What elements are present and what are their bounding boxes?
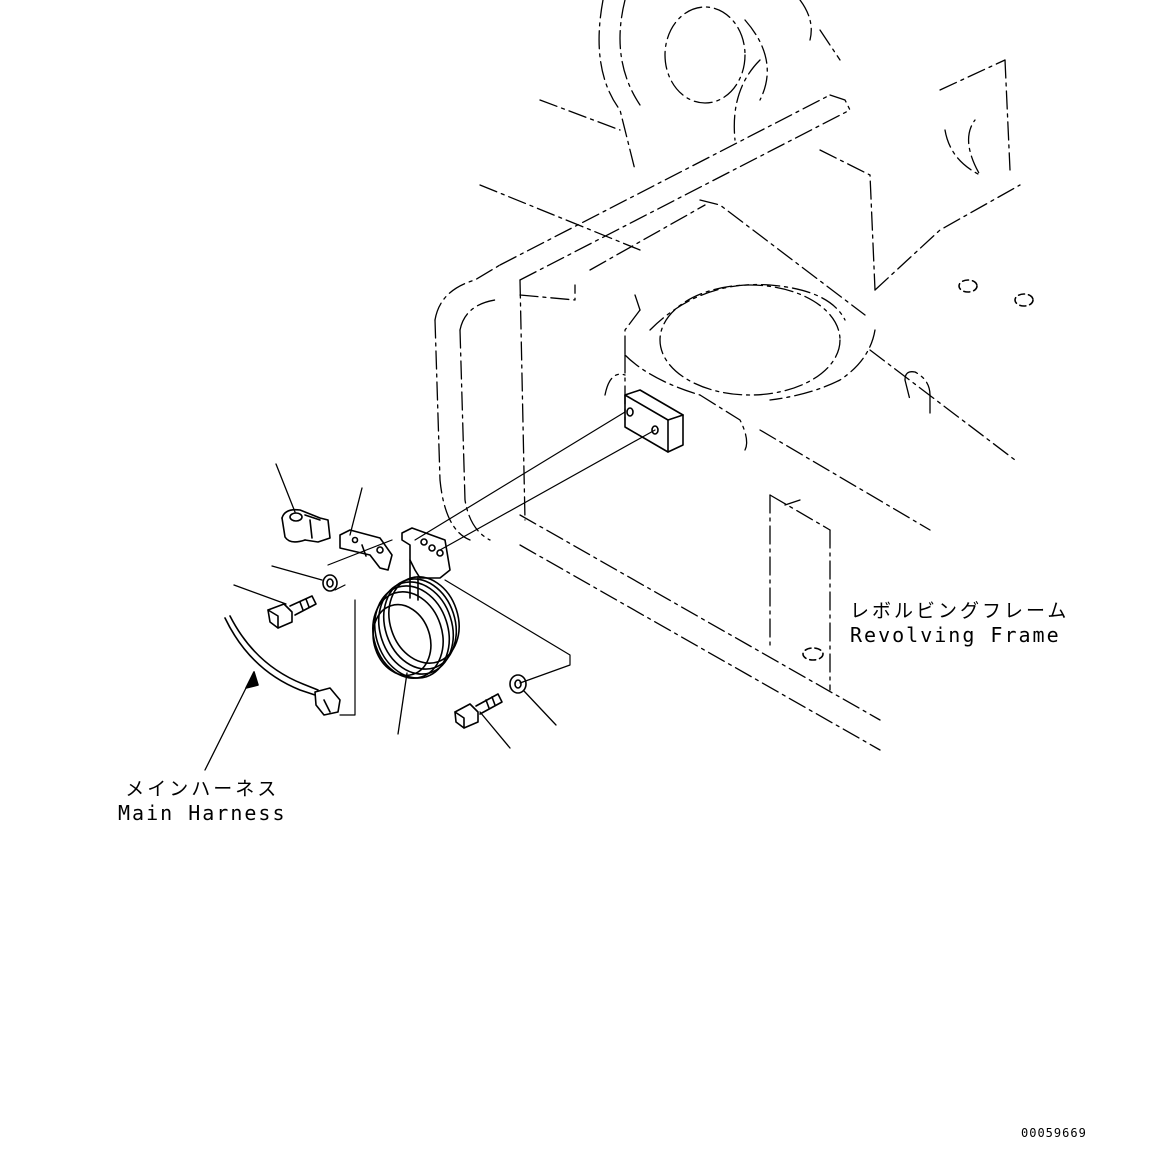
clamp-part xyxy=(281,508,331,543)
stay-part xyxy=(339,529,393,571)
leader-lines xyxy=(204,463,557,771)
revolving-frame-outline xyxy=(434,0,1021,751)
main-harness-label-en: Main Harness xyxy=(118,801,287,825)
document-id: 00059669 xyxy=(1021,1126,1087,1140)
washer-left-part xyxy=(322,574,338,592)
horn-part xyxy=(372,576,460,679)
horn-bracket-part xyxy=(401,527,451,601)
bolt-left-part xyxy=(267,595,317,629)
harness-arrow-head xyxy=(245,671,259,689)
washer-right-part xyxy=(509,674,527,694)
main-harness-label: メインハーネス Main Harness xyxy=(118,774,287,825)
main-harness-label-jp: メインハーネス xyxy=(125,778,280,800)
revolving-frame-label-jp: レボルビングフレーム xyxy=(850,600,1070,622)
revolving-frame-label: レボルビングフレーム Revolving Frame xyxy=(850,596,1069,647)
frame-bolt-holes xyxy=(802,279,1034,661)
horn-mount-block xyxy=(624,389,684,453)
bolt-right-part xyxy=(454,693,503,729)
main-harness-wire xyxy=(224,615,341,716)
revolving-frame-label-en: Revolving Frame xyxy=(850,623,1061,647)
